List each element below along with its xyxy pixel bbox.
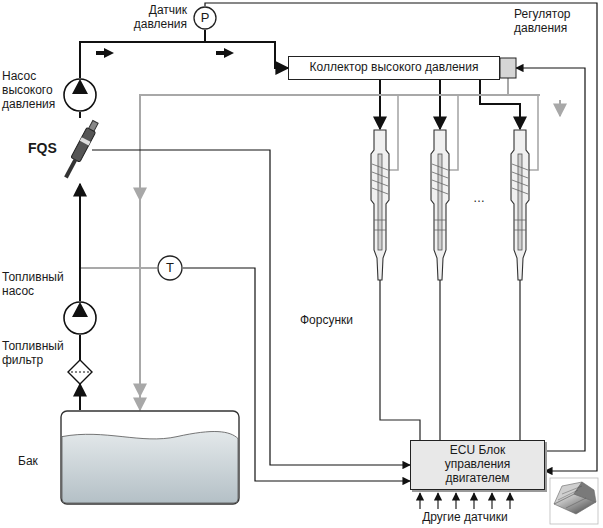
- diamond-outline: [68, 360, 92, 384]
- node-label: FQS: [28, 140, 62, 156]
- fqs-part: [71, 127, 96, 162]
- sensor-inputs: [420, 493, 510, 509]
- signal-wire: [205, 3, 597, 471]
- fuel-line: [79, 384, 81, 410]
- injector-feed: [439, 80, 441, 129]
- rail-box: Коллектор высокого давления: [288, 56, 500, 80]
- fqs-part: [64, 159, 77, 179]
- injector-return: [449, 95, 458, 170]
- injector: [511, 130, 529, 280]
- return-line: [508, 94, 540, 96]
- fuel-line: [80, 42, 288, 78]
- fuel-quality-sensor: FQS: [68, 118, 92, 184]
- node-text: P: [197, 9, 214, 28]
- sensor-circle: [158, 256, 182, 280]
- pump-triangle: [72, 302, 88, 317]
- flow-arrow: [224, 48, 234, 58]
- pressure-regulator: Регулятор давления: [500, 58, 516, 78]
- drawing-part: [550, 478, 598, 524]
- drawing-part: [558, 486, 586, 508]
- node-label: Насос высокого давления: [2, 70, 58, 111]
- pump-outline: [63, 301, 97, 335]
- fuel-line: [79, 112, 81, 118]
- high-pressure-pump: Насос высокого давления: [63, 78, 97, 112]
- fqs-sensor: [62, 120, 100, 180]
- regulator-outline: [500, 58, 516, 78]
- fuel-line: [79, 335, 81, 360]
- signal-wire: [516, 68, 585, 451]
- pressure-sensor: Датчик давленияP: [193, 6, 217, 30]
- drawing-part: [437, 493, 438, 509]
- drawing-part: [419, 493, 420, 509]
- node-label: Регулятор давления: [514, 8, 594, 36]
- injector-feed: [379, 80, 381, 129]
- regulator-body: [500, 58, 516, 78]
- tank-outline: [60, 410, 240, 505]
- tank-outline: [61, 411, 239, 504]
- injector-wire: [380, 280, 420, 440]
- node-label: Топливный фильтр: [2, 340, 64, 368]
- filter-diamond: [68, 360, 92, 384]
- node-text: Коллектор высокого давления: [306, 59, 483, 77]
- flow-arrow: [96, 51, 104, 55]
- injector-feed: [480, 80, 520, 129]
- temperature-sensor: T: [157, 255, 183, 281]
- injector: [431, 130, 449, 280]
- fuel-level: [62, 432, 238, 503]
- sensor-stub: [204, 30, 206, 42]
- caption-label: Другие датчики: [400, 511, 530, 525]
- fuel-filter: Топливный фильтр: [68, 360, 92, 384]
- filter-mesh: [71, 372, 89, 373]
- pump-outline: [63, 78, 97, 112]
- injector-return: [389, 95, 398, 170]
- drawing-part: [574, 482, 596, 502]
- drawing-part: [473, 493, 474, 509]
- node-text: T: [162, 259, 178, 278]
- pump-circle: [64, 302, 96, 334]
- part-label: Форсунки: [300, 314, 370, 328]
- injector-return: [529, 95, 538, 170]
- map-inset: [550, 478, 598, 524]
- ecu-box: ECU Блок управления двигателем: [410, 440, 545, 490]
- node-label: Датчик давления: [115, 4, 187, 32]
- injector: [371, 130, 389, 280]
- return-arrow: [559, 100, 561, 116]
- flow-arrow: [104, 48, 114, 58]
- return-line: [140, 78, 508, 410]
- fqs-part: [80, 137, 91, 145]
- node-label: Бак: [18, 455, 54, 469]
- drawing-part: [509, 493, 510, 509]
- pump-circle: [64, 79, 96, 111]
- node-text: ECU Блок управления двигателем: [424, 442, 532, 487]
- injector-wire: [439, 280, 440, 440]
- pump-triangle: [72, 79, 88, 94]
- node-label: Топливный насос: [2, 271, 74, 299]
- drawing-part: [491, 493, 492, 509]
- flow-arrow: [216, 51, 224, 55]
- fuel-pump: Топливный насос: [63, 301, 97, 335]
- fqs-outline: [68, 118, 92, 184]
- injector-wire: [519, 280, 520, 440]
- fuel-tank: Бак: [60, 410, 240, 505]
- ellipsis-label: …: [470, 192, 488, 206]
- sensor-branch: [80, 267, 157, 268]
- fuel-line: [79, 184, 81, 301]
- sensor-circle: [194, 7, 216, 29]
- drawing-part: [455, 493, 456, 509]
